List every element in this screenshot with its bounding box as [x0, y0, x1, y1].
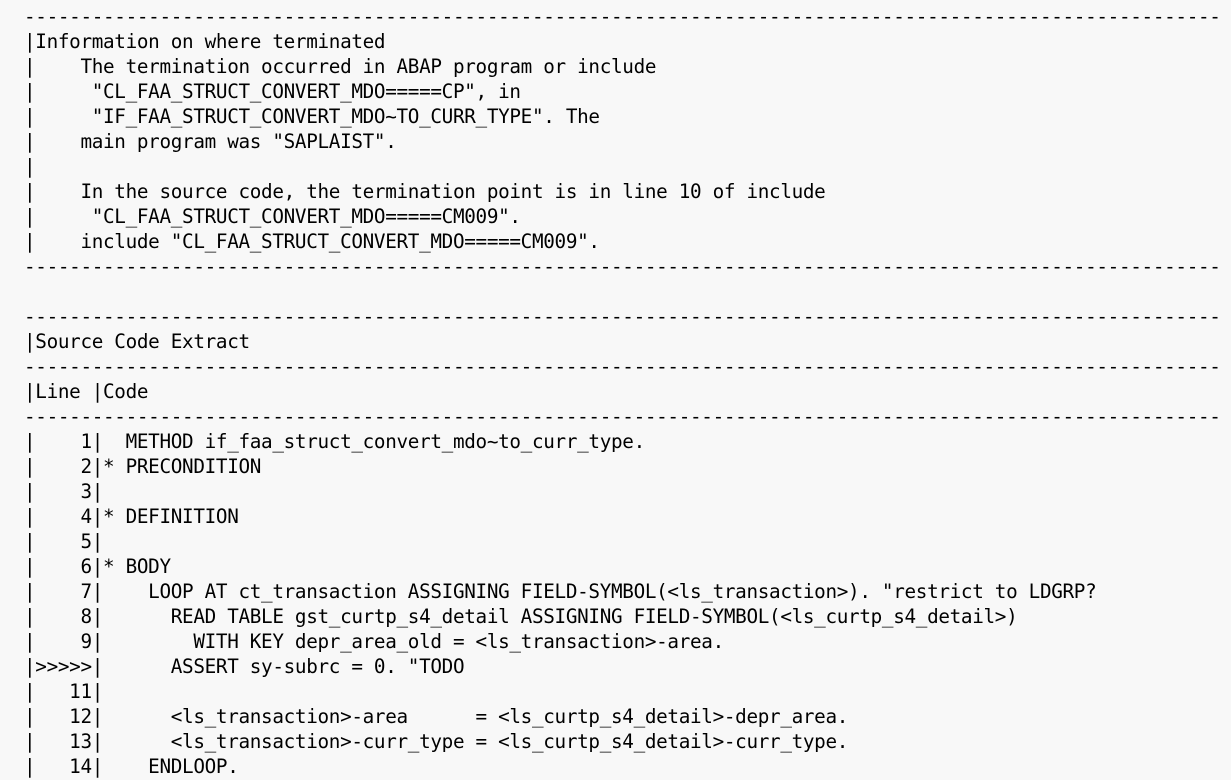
- code-line: | 7| LOOP AT ct_transaction ASSIGNING FI…: [24, 580, 1222, 603]
- code-line: | 3| |: [24, 480, 1222, 503]
- info-line: | "CL_FAA_STRUCT_CONVERT_MDO=====CM009".…: [24, 205, 1222, 228]
- code-line: | 2|* PRECONDITION |: [24, 455, 1222, 478]
- section-title-information: |Information on where terminated |: [24, 30, 1222, 53]
- code-line: | 8| READ TABLE gst_curtp_s4_detail ASSI…: [24, 605, 1222, 628]
- code-line: | 9| WITH KEY depr_area_old = <ls_transa…: [24, 630, 1222, 653]
- info-line: | include "CL_FAA_STRUCT_CONVERT_MDO====…: [24, 230, 1222, 253]
- info-line: | "CL_FAA_STRUCT_CONVERT_MDO=====CP", in…: [24, 80, 1222, 103]
- info-line: | The termination occurred in ABAP progr…: [24, 55, 1222, 78]
- separator-line: ----------------------------------------…: [24, 255, 1222, 278]
- code-line: | 14| ENDLOOP. |: [24, 755, 1222, 778]
- info-line: | main program was "SAPLAIST". |: [24, 130, 1222, 153]
- separator-line: ----------------------------------------…: [24, 355, 1222, 378]
- section-title-source-code: |Source Code Extract |: [24, 330, 1222, 353]
- info-line: | In the source code, the termination po…: [24, 180, 1222, 203]
- info-line: | "IF_FAA_STRUCT_CONVERT_MDO~TO_CURR_TYP…: [24, 105, 1222, 128]
- code-line: | 5| |: [24, 530, 1222, 553]
- code-table-header: |Line |Code |: [24, 380, 1222, 403]
- code-line: | 6|* BODY |: [24, 555, 1222, 578]
- code-line: | 11| |: [24, 680, 1222, 703]
- separator-line: ----------------------------------------…: [24, 5, 1222, 28]
- code-line: | 13| <ls_transaction>-curr_type = <ls_c…: [24, 730, 1222, 753]
- separator-line: ----------------------------------------…: [24, 305, 1222, 328]
- code-line: | 1| METHOD if_faa_struct_convert_mdo~to…: [24, 430, 1222, 453]
- info-line: | |: [24, 155, 1222, 178]
- separator-line: ----------------------------------------…: [24, 405, 1222, 428]
- short-dump-text: ----------------------------------------…: [24, 4, 1222, 779]
- code-line: | 4|* DEFINITION |: [24, 505, 1222, 528]
- blank-line: [24, 279, 1222, 304]
- code-line-termination-point: |>>>>>| ASSERT sy-subrc = 0. "TODO |: [24, 655, 1222, 678]
- code-line: | 12| <ls_transaction>-area = <ls_curtp_…: [24, 705, 1222, 728]
